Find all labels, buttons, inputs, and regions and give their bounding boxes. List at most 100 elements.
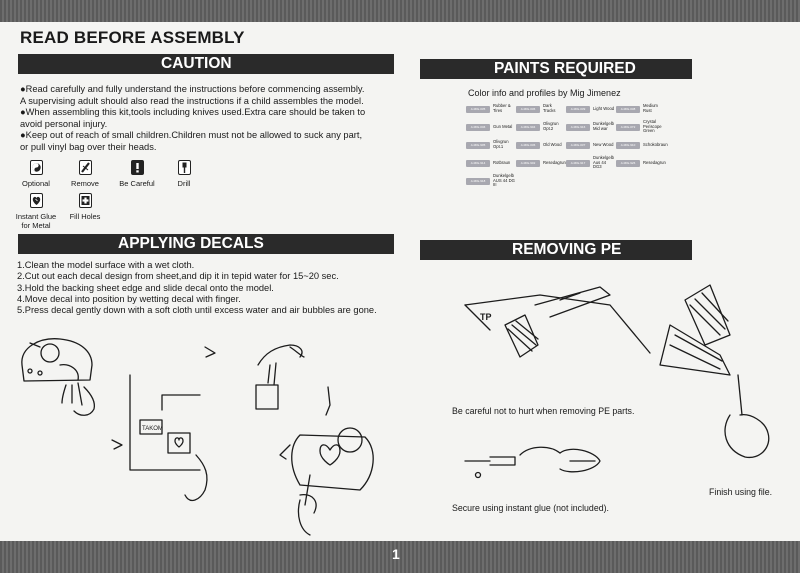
paint-name: New Wood	[593, 141, 614, 147]
glue-application-sketch	[464, 446, 601, 479]
legend-be-careful: Be Careful	[113, 160, 161, 188]
legend-fill-holes: Fill Holes	[61, 193, 109, 221]
pe-caution-caption: Be careful not to hurt when removing PE …	[452, 406, 635, 416]
page-title: READ BEFORE ASSEMBLY	[20, 28, 245, 47]
paint-name: Dark Tracks	[543, 103, 556, 113]
legend-instant-glue: Instant Glue for Metal	[12, 193, 60, 230]
pressing-decal-sketch	[279, 427, 374, 536]
paint-code: A.MIG-037	[566, 141, 590, 149]
legend-drill: Drill	[160, 160, 208, 188]
paint-name: Light Wood	[593, 105, 615, 111]
paint-name: Old Wood	[543, 141, 562, 147]
paint-name: Rotbraun	[493, 159, 511, 165]
paint-code: A.MIG-038	[616, 105, 640, 113]
water-dip-sketch	[204, 344, 331, 416]
decal-illustrations: TAKOM	[21, 338, 374, 536]
paint-code: A.MIG-905	[466, 141, 490, 149]
paint-name: Olivgrun Opt.2	[543, 121, 559, 131]
paint-code: A.MIG-036	[516, 105, 540, 113]
pe-file-caption: Finish using file.	[709, 487, 773, 497]
legend-instant-glue-label: Instant Glue for Metal	[15, 212, 57, 230]
pe-title: REMOVING PE	[512, 241, 622, 258]
decal-step: 1.Clean the model surface with a wet clo…	[17, 260, 195, 270]
paint-code: A.MIG-902	[516, 159, 540, 167]
paint-code: A.MIG-910	[616, 141, 640, 149]
paint-code: A.MIG-904	[516, 123, 540, 131]
pe-glue-caption: Secure using instant glue (not included)…	[452, 503, 609, 513]
legend-optional-label: Optional	[22, 179, 50, 188]
legend-remove-label: Remove	[71, 179, 99, 188]
paint-code: A.MIG-917	[566, 159, 590, 167]
paint-code: A.MIG-072	[616, 123, 640, 131]
paint-code: A.MIG-926	[616, 159, 640, 167]
decal-step: 2.Cut out each decal design from sheet,a…	[17, 271, 339, 282]
caution-text: ●Read carefully and fully understand the…	[20, 84, 400, 154]
paints-title: PAINTS REQUIRED	[494, 60, 636, 77]
legend-fill-holes-label: Fill Holes	[69, 212, 101, 221]
decal-step: 3.Hold the backing sheet edge and slide …	[17, 282, 274, 293]
caution-line: or pull vinyl bag over their heads.	[20, 141, 157, 152]
paint-name: Crystal Periscope Green	[643, 119, 662, 134]
decals-band: APPLYING DECALS	[18, 234, 394, 254]
paint-name: Resedagrun	[543, 159, 566, 165]
remove-icon	[78, 160, 92, 175]
decals-title: APPLYING DECALS	[118, 235, 264, 252]
legend-be-careful-label: Be Careful	[119, 179, 155, 188]
pe-illustrations: TP	[464, 284, 770, 479]
decal-sheet-sketch: TAKOM	[111, 374, 208, 502]
file-finishing-sketch	[659, 284, 770, 459]
pe-band: REMOVING PE	[420, 240, 692, 260]
paint-name: Dunkelgelb Mid war	[593, 121, 614, 131]
paint-code: A.MIG-914	[466, 159, 490, 167]
caution-line: avoid personal injury.	[20, 118, 108, 129]
page-number: 1	[392, 546, 400, 562]
caution-line: ●When assembling this kit,tools includin…	[20, 107, 366, 118]
instant-glue-icon	[29, 193, 43, 208]
paint-code: A.MIG-035	[466, 105, 490, 113]
caution-line: ●Keep out of reach of small children.Chi…	[20, 130, 363, 141]
paint-name: Dunkelgelb Aus 44 DG3	[593, 155, 614, 170]
paint-code: A.MIG-916	[566, 123, 590, 131]
be-careful-icon	[130, 160, 144, 175]
paint-name: Rubber & Tires	[493, 103, 511, 113]
decal-step: 4.Move decal into position by wetting de…	[17, 293, 241, 304]
decal-step: 5.Press decal gently down with a soft cl…	[17, 305, 377, 316]
fill-holes-icon	[78, 193, 92, 208]
decal-sheet-label: TAKOM	[142, 426, 163, 432]
caution-band: CAUTION	[18, 54, 394, 74]
paints-band: PAINTS REQUIRED	[420, 59, 692, 79]
optional-icon	[29, 160, 43, 175]
paint-code: A.MIG-918	[466, 177, 490, 185]
paint-name: Gun Metal	[493, 123, 513, 129]
legend-remove: Remove	[61, 160, 109, 188]
paint-name: Dunkelgelb AUS 44 DG III	[493, 173, 515, 188]
paint-name: Resedagrun	[643, 159, 666, 165]
top-border-stripe	[0, 0, 800, 22]
paint-name: Schokobraun	[643, 141, 668, 147]
drill-icon	[177, 160, 191, 175]
pe-fret-sketch: TP	[464, 286, 651, 358]
paint-name: Medium Rust	[643, 103, 658, 113]
paint-code: A.MIG-036	[516, 141, 540, 149]
paint-name: Olivgrun Opt.1	[493, 139, 509, 149]
paints-subtitle: Color info and profiles by Mig Jimenez	[468, 88, 621, 98]
pe-fret-label: TP	[480, 312, 492, 322]
caution-line: A supervising adult should also read the…	[20, 95, 364, 106]
